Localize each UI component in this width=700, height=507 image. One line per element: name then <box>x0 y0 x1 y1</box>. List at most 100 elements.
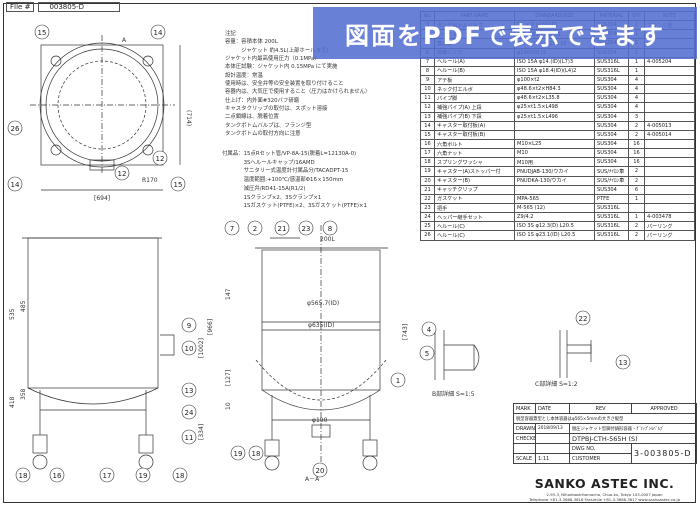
balloon <box>575 310 591 326</box>
note-line: ジャケット 約4.5L(上部ホールまで) <box>225 47 329 54</box>
tb-mark: MARK <box>513 403 536 414</box>
parts-table-cell: 16 <box>420 138 435 150</box>
parts-table-cell: 6 <box>628 184 645 195</box>
balloon <box>152 150 168 166</box>
parts-table-cell: SUS304 <box>594 102 629 113</box>
parts-table-cell: 2 <box>628 120 645 131</box>
detail-c-label: C部詳細 S=1:2 <box>535 380 578 388</box>
balloon-number: 12 <box>156 155 165 163</box>
parts-table-cell: 補強パイプ(B) 下段 <box>434 111 515 122</box>
accessory-line: 1Sクランプ×2、3Sクランプ×1 <box>222 194 322 201</box>
parts-table-cell: 4 <box>628 74 645 86</box>
parts-table-cell: 3 <box>628 111 645 122</box>
note-line: 使用時は、安全弁等の安全装置を取り付けること <box>225 81 344 88</box>
parts-table-cell: パーリング <box>644 230 695 241</box>
parts-table-cell: M-565 (12) <box>514 202 595 214</box>
balloon <box>224 220 240 236</box>
parts-table-cell: φ25×t1.5×L498 <box>514 102 595 113</box>
balloon-number: 16 <box>53 472 62 480</box>
balloon <box>419 345 435 361</box>
pdf-banner[interactable]: 図面をPDFで表示できます <box>313 7 697 59</box>
balloon <box>181 317 197 333</box>
parts-table-cell: SUS304 <box>594 111 629 122</box>
dimension-labels: A 200L φ565.7(ID) φ635(ID) φ190 R170 [69… <box>9 37 578 483</box>
parts-table-cell <box>514 184 595 195</box>
dim-h127: [127] <box>225 370 232 386</box>
balloon-number: 18 <box>176 472 185 480</box>
parts-table-cell: 1 <box>628 193 645 204</box>
parts-table-cell <box>514 120 595 131</box>
accessory-line: 3Sヘルールキャップ/16AMD <box>222 159 315 166</box>
parts-table-cell: SUS304 <box>594 84 629 95</box>
parts-table-cell: M10 <box>514 148 595 159</box>
parts-table-cell: 26 <box>420 230 435 241</box>
parts-table-cell: SUS304 <box>594 184 629 195</box>
parts-table-cell: PTFE <box>594 193 629 204</box>
parts-table-cell: 16 <box>628 138 645 150</box>
parts-table-cell: スプリングワッシャ <box>434 157 515 168</box>
parts-table-cell: 1 <box>628 65 645 76</box>
parts-table-cell: SUS304 <box>594 129 629 140</box>
parts-table-cell: ヘルール(B) <box>434 65 515 76</box>
parts-table-cell: 4-003478 <box>644 212 695 223</box>
parts-table-cell: 2 <box>628 166 645 177</box>
balloon-number: 26 <box>11 125 20 133</box>
balloon <box>114 165 130 181</box>
parts-table-cell: 13 <box>420 111 435 122</box>
dim-r170: R170 <box>142 177 158 184</box>
balloon-number: 18 <box>252 450 261 458</box>
tb-date: DATE <box>535 403 570 414</box>
parts-table-cell: SUS316L <box>594 212 629 223</box>
tb-scale-label: SCALE <box>513 453 536 464</box>
parts-table-cell: SUS304 <box>594 138 629 150</box>
detail-b-label: B部詳細 S=1:5 <box>432 390 475 398</box>
balloon <box>421 321 437 337</box>
note-line: 本体圧試験：ジャケット内 0.15MPa にて実施 <box>225 64 338 71</box>
parts-table-cell: Z9/4.2 <box>514 212 595 223</box>
balloon-number: 24 <box>185 409 194 417</box>
balloon-number: 11 <box>185 434 194 442</box>
file-number: FIle # 003805-D <box>6 2 121 12</box>
parts-table-cell: 19 <box>420 166 435 177</box>
parts-table-cell: SUS316L <box>594 221 629 232</box>
parts-table-cell <box>644 193 695 204</box>
balloon-number: 13 <box>185 387 194 395</box>
dim-h334: [334] <box>198 424 205 440</box>
balloon <box>247 220 263 236</box>
accessory-line: 1Sガスケット(PTFE)×2、3Sガスケット(PTFE)×1 <box>222 203 367 210</box>
parts-table-cell <box>644 84 695 95</box>
parts-table-cell: 11 <box>420 93 435 104</box>
parts-table-cell: パイプ脚 <box>434 93 515 104</box>
parts-table-cell: φ100×t2 <box>514 74 595 86</box>
balloon-number: 10 <box>185 345 194 353</box>
balloon <box>390 372 406 388</box>
parts-table-cell: PNUDKA-130/ウカイ <box>514 175 595 186</box>
parts-table-cell: キャスター(B) <box>434 175 515 186</box>
dim-h147: 147 <box>225 288 232 300</box>
note-line: 注記 <box>225 31 236 37</box>
parts-table-cell: 14 <box>420 120 435 131</box>
note-line: 設計温度：常温 <box>225 72 263 79</box>
accessory-line: サニタリー式温度計付属品分/TACADPT-15 <box>222 168 349 175</box>
parts-table-cell: 20 <box>420 175 435 186</box>
view-a-label: A <box>122 37 127 44</box>
parts-table-cell <box>644 74 695 86</box>
parts-table-cell: SUS304 <box>594 120 629 131</box>
parts-table-cell: アテ板 <box>434 74 515 86</box>
parts-table-cell: φ25×t1.5×L496 <box>514 111 595 122</box>
parts-table-cell: 2 <box>628 221 645 232</box>
tb-dwg-no-label: DWG NO. <box>569 443 632 454</box>
note-line: 二点鎖線は、脱着位置 <box>225 114 279 121</box>
balloon-number: 19 <box>139 472 148 480</box>
parts-table-cell: 16 <box>628 157 645 168</box>
parts-table-cell: 六角ナット <box>434 148 515 159</box>
parts-table-cell: ISO 1S φ23.1(ID) L20.5 <box>514 230 595 241</box>
